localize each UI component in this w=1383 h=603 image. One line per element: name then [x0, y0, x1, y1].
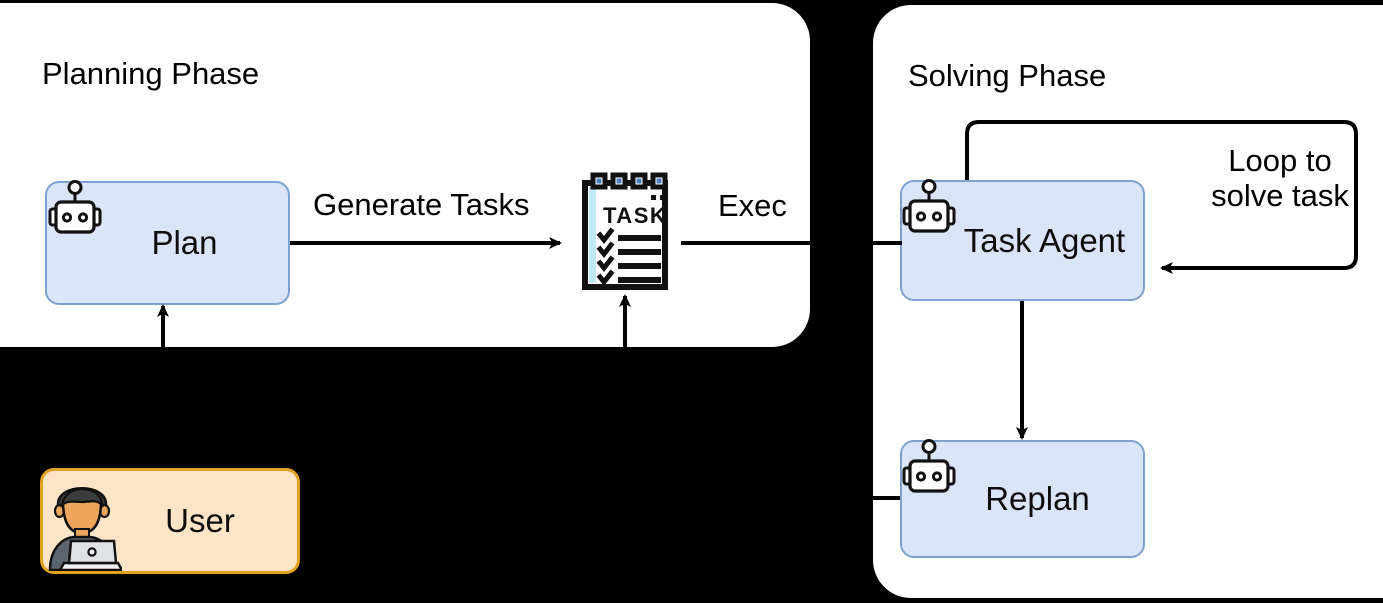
node-user-label: User — [165, 502, 235, 540]
planning-phase-title: Planning Phase — [42, 56, 260, 91]
edge-label-generate-tasks: Generate Tasks — [313, 187, 530, 222]
node-user[interactable]: User — [40, 468, 300, 574]
edge-label-exec: Exec — [718, 188, 787, 223]
node-replan-label: Replan — [985, 480, 1090, 518]
solving-phase-title: Solving Phase — [908, 58, 1107, 93]
node-task-agent-label: Task Agent — [963, 221, 1126, 259]
edge-label-loop-to-solve-task: Loop to solve task — [1185, 143, 1375, 213]
loop-label-line-1: Loop to — [1228, 143, 1332, 178]
task-clipboard-text: TASK — [603, 203, 667, 228]
exec-label-clip: Exec — [0, 0, 810, 348]
node-plan[interactable]: Plan — [45, 181, 290, 305]
task-clipboard-icon: TASK — [582, 172, 668, 290]
node-replan[interactable]: Replan — [900, 440, 1145, 558]
node-plan-label: Plan — [151, 224, 218, 262]
loop-label-line-2: solve task — [1211, 177, 1349, 213]
node-task-agent[interactable]: Task Agent — [900, 180, 1145, 301]
